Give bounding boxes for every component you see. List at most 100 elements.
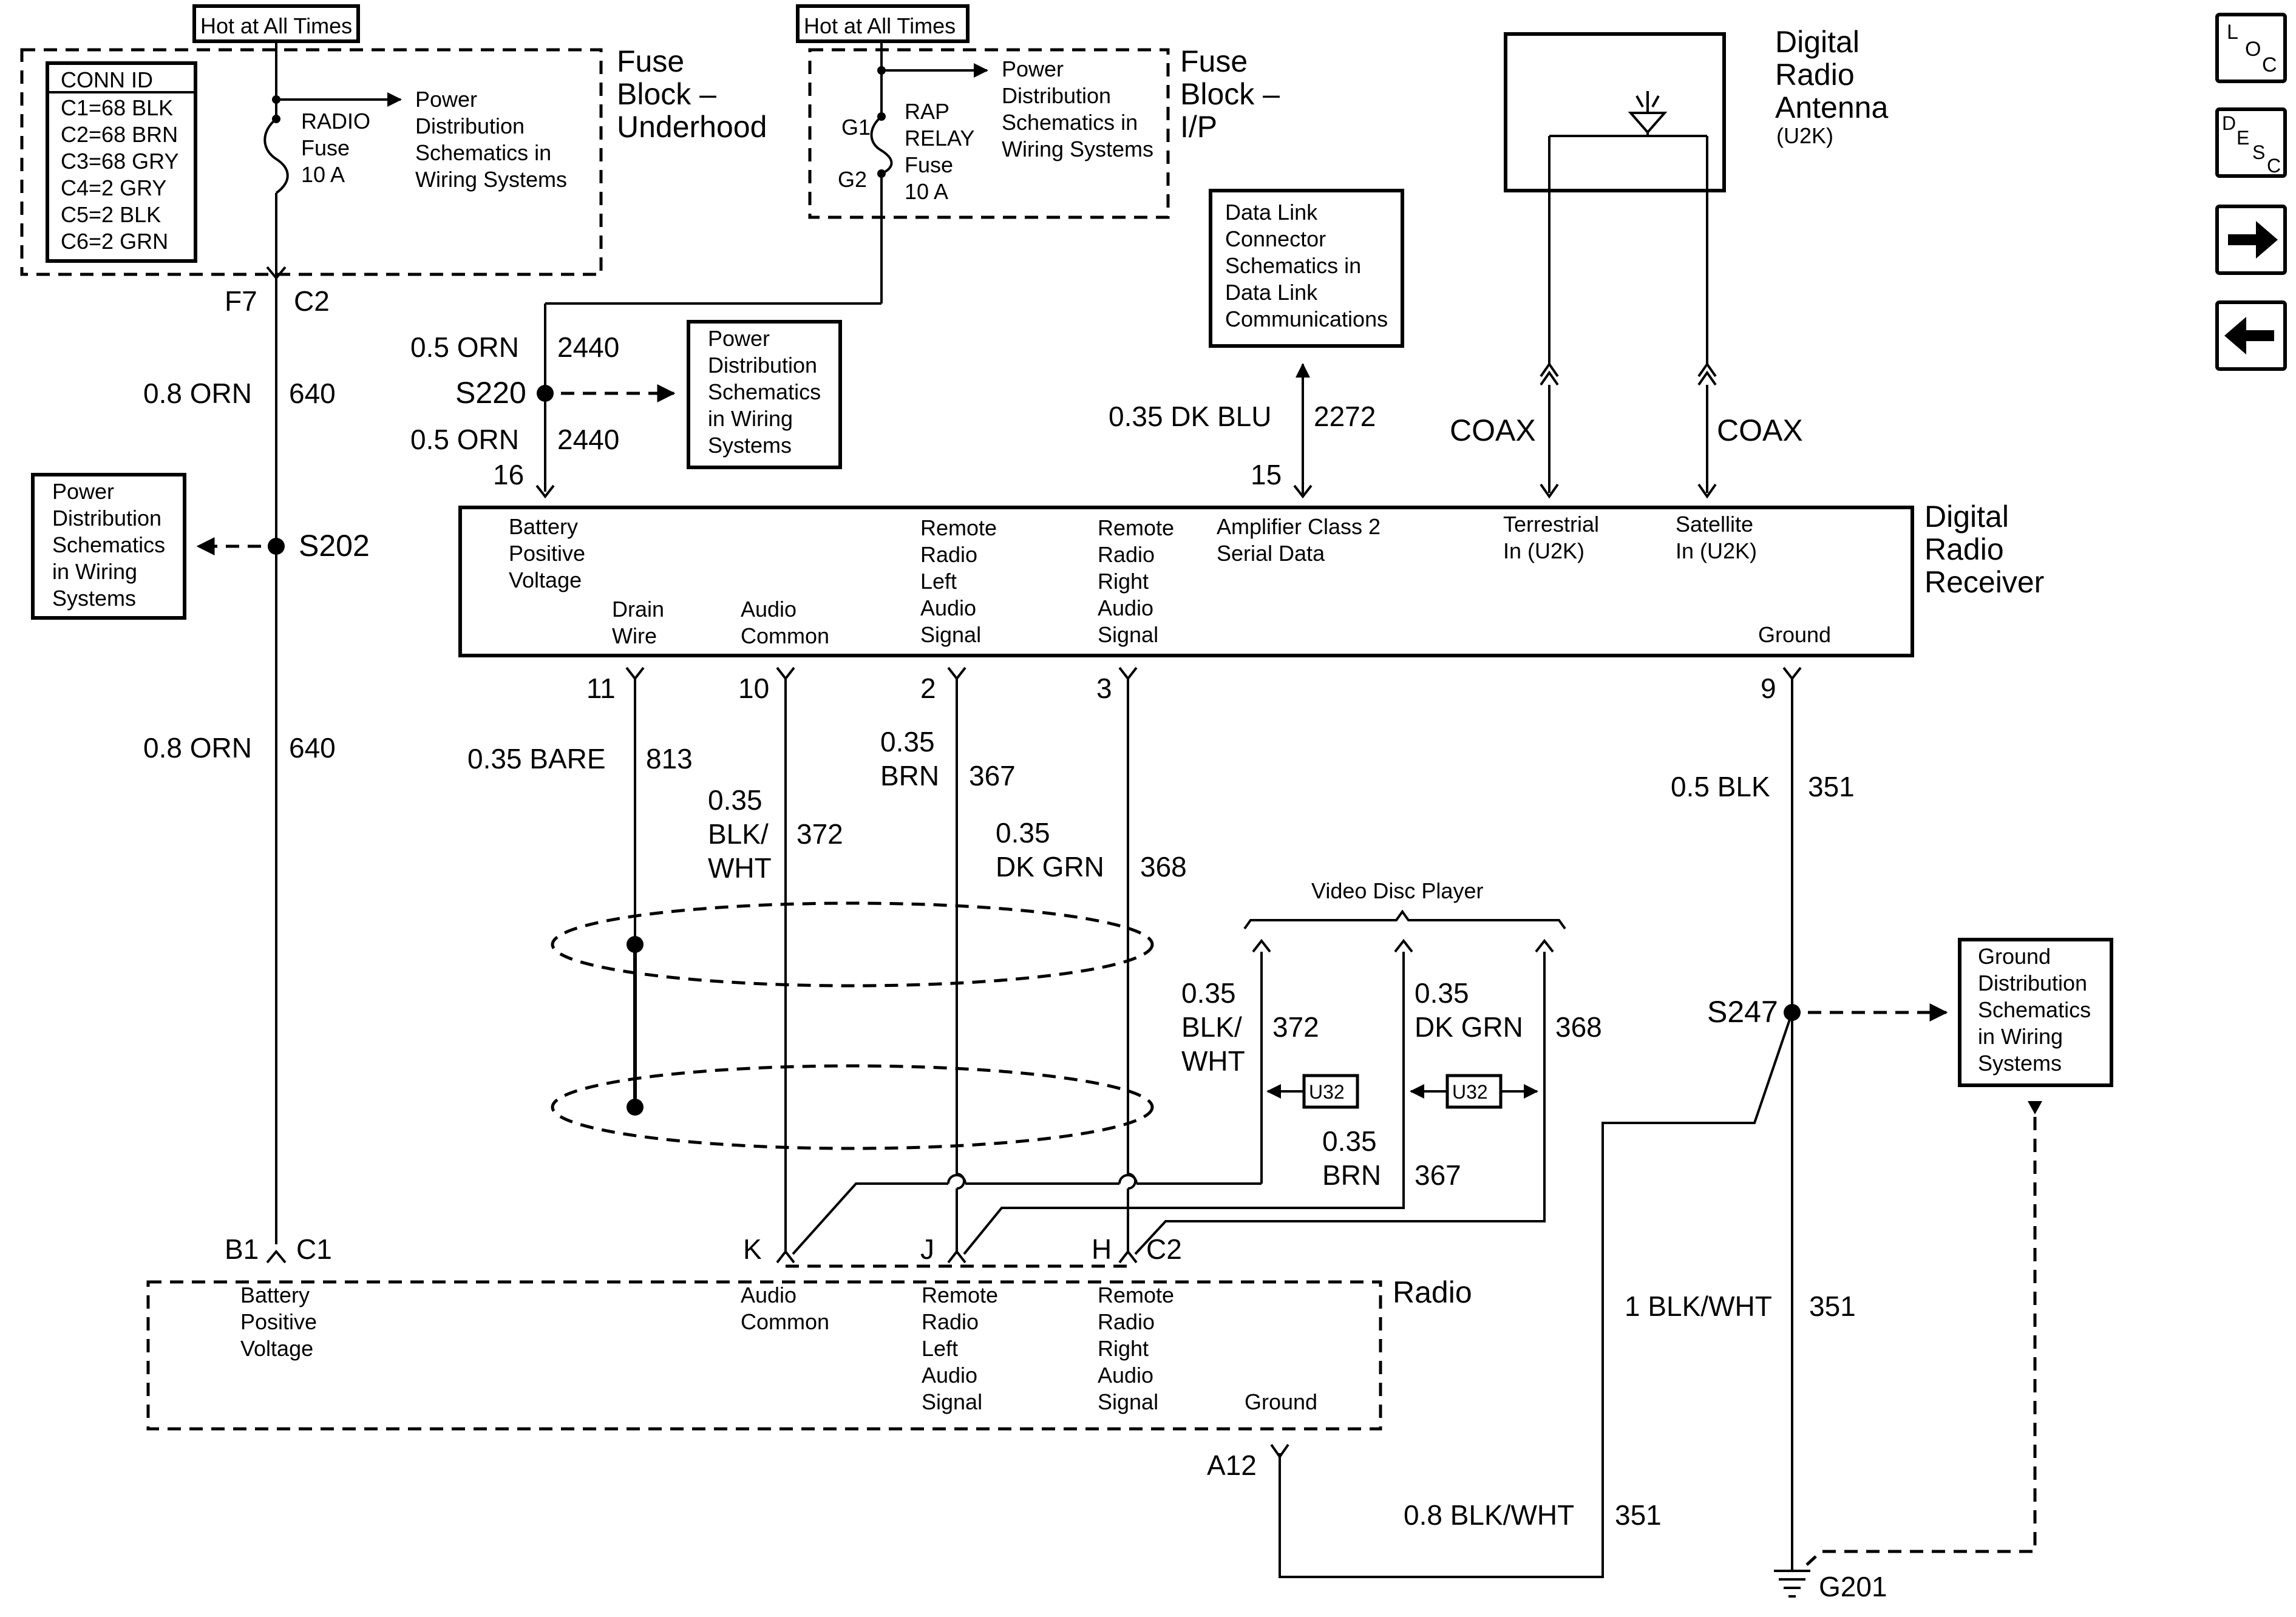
arrow-right-icon (2228, 221, 2278, 259)
wire-372-vdp: 0.35 BLK/ WHT 372 U32 (792, 952, 1359, 1255)
wire-372-upper: 0.35 BLK/ WHT 372 (708, 679, 843, 1254)
svg-text:Schematics: Schematics (708, 379, 821, 404)
svg-text:C4=2 GRY: C4=2 GRY (61, 175, 166, 200)
svg-text:Radio: Radio (920, 542, 977, 567)
digital-radio-receiver: Digital Radio Receiver Battery Positive … (458, 500, 2044, 657)
svg-text:C: C (2262, 53, 2277, 76)
svg-text:2: 2 (920, 673, 936, 704)
svg-text:Radio: Radio (1098, 542, 1155, 567)
svg-text:Antenna: Antenna (1775, 90, 1888, 124)
wire-2272: 0.35 DK BLU 2272 15 (1109, 363, 1376, 499)
svg-text:U32: U32 (1309, 1081, 1345, 1103)
wire-367-vdp: 0.35 BRN 367 (963, 952, 1461, 1255)
svg-text:0.8 ORN: 0.8 ORN (143, 378, 252, 409)
svg-text:Digital: Digital (1924, 500, 2009, 534)
svg-text:Remote: Remote (1098, 1283, 1174, 1307)
svg-text:WHT: WHT (708, 852, 772, 884)
svg-text:351: 351 (1615, 1499, 1662, 1531)
svg-text:0.35: 0.35 (880, 726, 935, 758)
svg-text:U32: U32 (1452, 1081, 1488, 1103)
svg-text:C5=2 BLK: C5=2 BLK (61, 202, 161, 227)
prev-button[interactable] (2215, 300, 2287, 371)
svg-text:Power: Power (52, 479, 114, 504)
svg-text:15: 15 (1251, 459, 1282, 490)
svg-text:Right: Right (1098, 1336, 1149, 1361)
fuse-block-underhood: Hot at All Times CONN ID C1=68 BLK C2=68… (20, 4, 767, 317)
svg-text:C2: C2 (1146, 1233, 1182, 1265)
next-button[interactable] (2215, 205, 2287, 275)
svg-text:Voltage: Voltage (509, 568, 582, 592)
svg-text:367: 367 (969, 760, 1016, 792)
svg-text:Ground: Ground (1245, 1389, 1317, 1414)
svg-text:Common: Common (741, 623, 829, 648)
svg-text:BLK/: BLK/ (708, 818, 769, 850)
svg-text:16: 16 (493, 459, 524, 490)
wire-2440: 0.5 ORN 2440 S220 0.5 ORN 2440 16 (410, 217, 883, 499)
svg-text:E: E (2237, 127, 2249, 149)
wire-640: 0.8 ORN 640 0.8 ORN 640 S202 (143, 266, 370, 1264)
svg-text:Satellite: Satellite (1676, 512, 1753, 537)
wire-368-vdp: 0.35 DK GRN 368 U32 (1134, 952, 1602, 1255)
svg-text:2440: 2440 (557, 424, 619, 455)
svg-text:2440: 2440 (557, 331, 619, 363)
svg-text:Radio: Radio (1775, 58, 1855, 92)
svg-text:0.35: 0.35 (708, 784, 763, 816)
svg-text:Signal: Signal (1098, 622, 1158, 647)
svg-text:G201: G201 (1819, 1571, 1887, 1602)
svg-text:0.35 BARE: 0.35 BARE (467, 743, 606, 775)
svg-text:BRN: BRN (880, 760, 939, 792)
svg-text:C: C (2267, 155, 2281, 177)
svg-text:Radio: Radio (1393, 1275, 1472, 1309)
svg-text:Distribution: Distribution (1002, 83, 1111, 108)
svg-text:Distribution: Distribution (708, 353, 817, 378)
svg-text:Fuse: Fuse (301, 135, 350, 160)
svg-text:in Wiring: in Wiring (708, 406, 793, 431)
svg-text:10: 10 (738, 673, 769, 704)
svg-text:Schematics: Schematics (52, 532, 165, 557)
svg-text:In (U2K): In (U2K) (1503, 538, 1584, 563)
svg-text:WHT: WHT (1181, 1045, 1245, 1077)
gd-box: Ground Distribution Schematics in Wiring… (1805, 938, 2113, 1566)
svg-text:Hot at All Times: Hot at All Times (200, 13, 352, 38)
digital-radio-antenna: Digital Radio Antenna (U2K) (1504, 25, 1888, 364)
svg-text:Data Link: Data Link (1225, 280, 1318, 305)
svg-text:Ground: Ground (1758, 622, 1831, 647)
receiver-pins: 11 10 2 3 9 (586, 666, 1802, 704)
svg-text:C2=68 BRN: C2=68 BRN (61, 122, 178, 147)
svg-text:0.8 BLK/WHT: 0.8 BLK/WHT (1404, 1499, 1574, 1531)
svg-text:10 A: 10 A (905, 179, 948, 204)
svg-text:3: 3 (1096, 673, 1112, 704)
svg-text:Power: Power (415, 87, 477, 112)
svg-text:Positive: Positive (509, 541, 585, 566)
svg-text:Signal: Signal (920, 622, 981, 647)
svg-text:Distribution: Distribution (1978, 971, 2087, 995)
fuse-block-ip: Hot at All Times G1 G2 RAP RELAY Fuse 10… (796, 4, 1280, 219)
svg-text:Distribution: Distribution (415, 114, 525, 138)
svg-text:Audio: Audio (741, 597, 796, 622)
svg-text:D: D (2222, 112, 2236, 134)
svg-text:0.35: 0.35 (1415, 977, 1469, 1009)
svg-text:Remote: Remote (922, 1283, 998, 1307)
svg-text:CONN ID: CONN ID (61, 67, 153, 92)
svg-text:RADIO: RADIO (301, 109, 370, 134)
svg-text:Systems: Systems (52, 586, 136, 611)
loc-button[interactable]: L O C (2215, 13, 2287, 83)
svg-text:(U2K): (U2K) (1776, 123, 1833, 148)
svg-text:Schematics in: Schematics in (1225, 253, 1361, 278)
svg-text:Audio: Audio (741, 1283, 796, 1307)
svg-text:640: 640 (289, 732, 336, 764)
svg-text:S247: S247 (1707, 995, 1778, 1029)
svg-text:Video Disc Player: Video Disc Player (1311, 878, 1483, 903)
svg-text:Fuse: Fuse (617, 44, 684, 78)
svg-text:Voltage: Voltage (240, 1336, 313, 1361)
svg-text:Schematics: Schematics (1978, 997, 2091, 1022)
svg-text:S220: S220 (455, 376, 526, 410)
svg-text:A12: A12 (1207, 1449, 1257, 1481)
svg-text:372: 372 (1272, 1011, 1319, 1043)
svg-text:DK GRN: DK GRN (1415, 1011, 1523, 1043)
svg-text:Data Link: Data Link (1225, 200, 1318, 225)
svg-text:0.35 DK BLU: 0.35 DK BLU (1109, 401, 1271, 432)
svg-text:11: 11 (586, 673, 616, 704)
desc-button[interactable]: D E S C (2215, 107, 2287, 178)
